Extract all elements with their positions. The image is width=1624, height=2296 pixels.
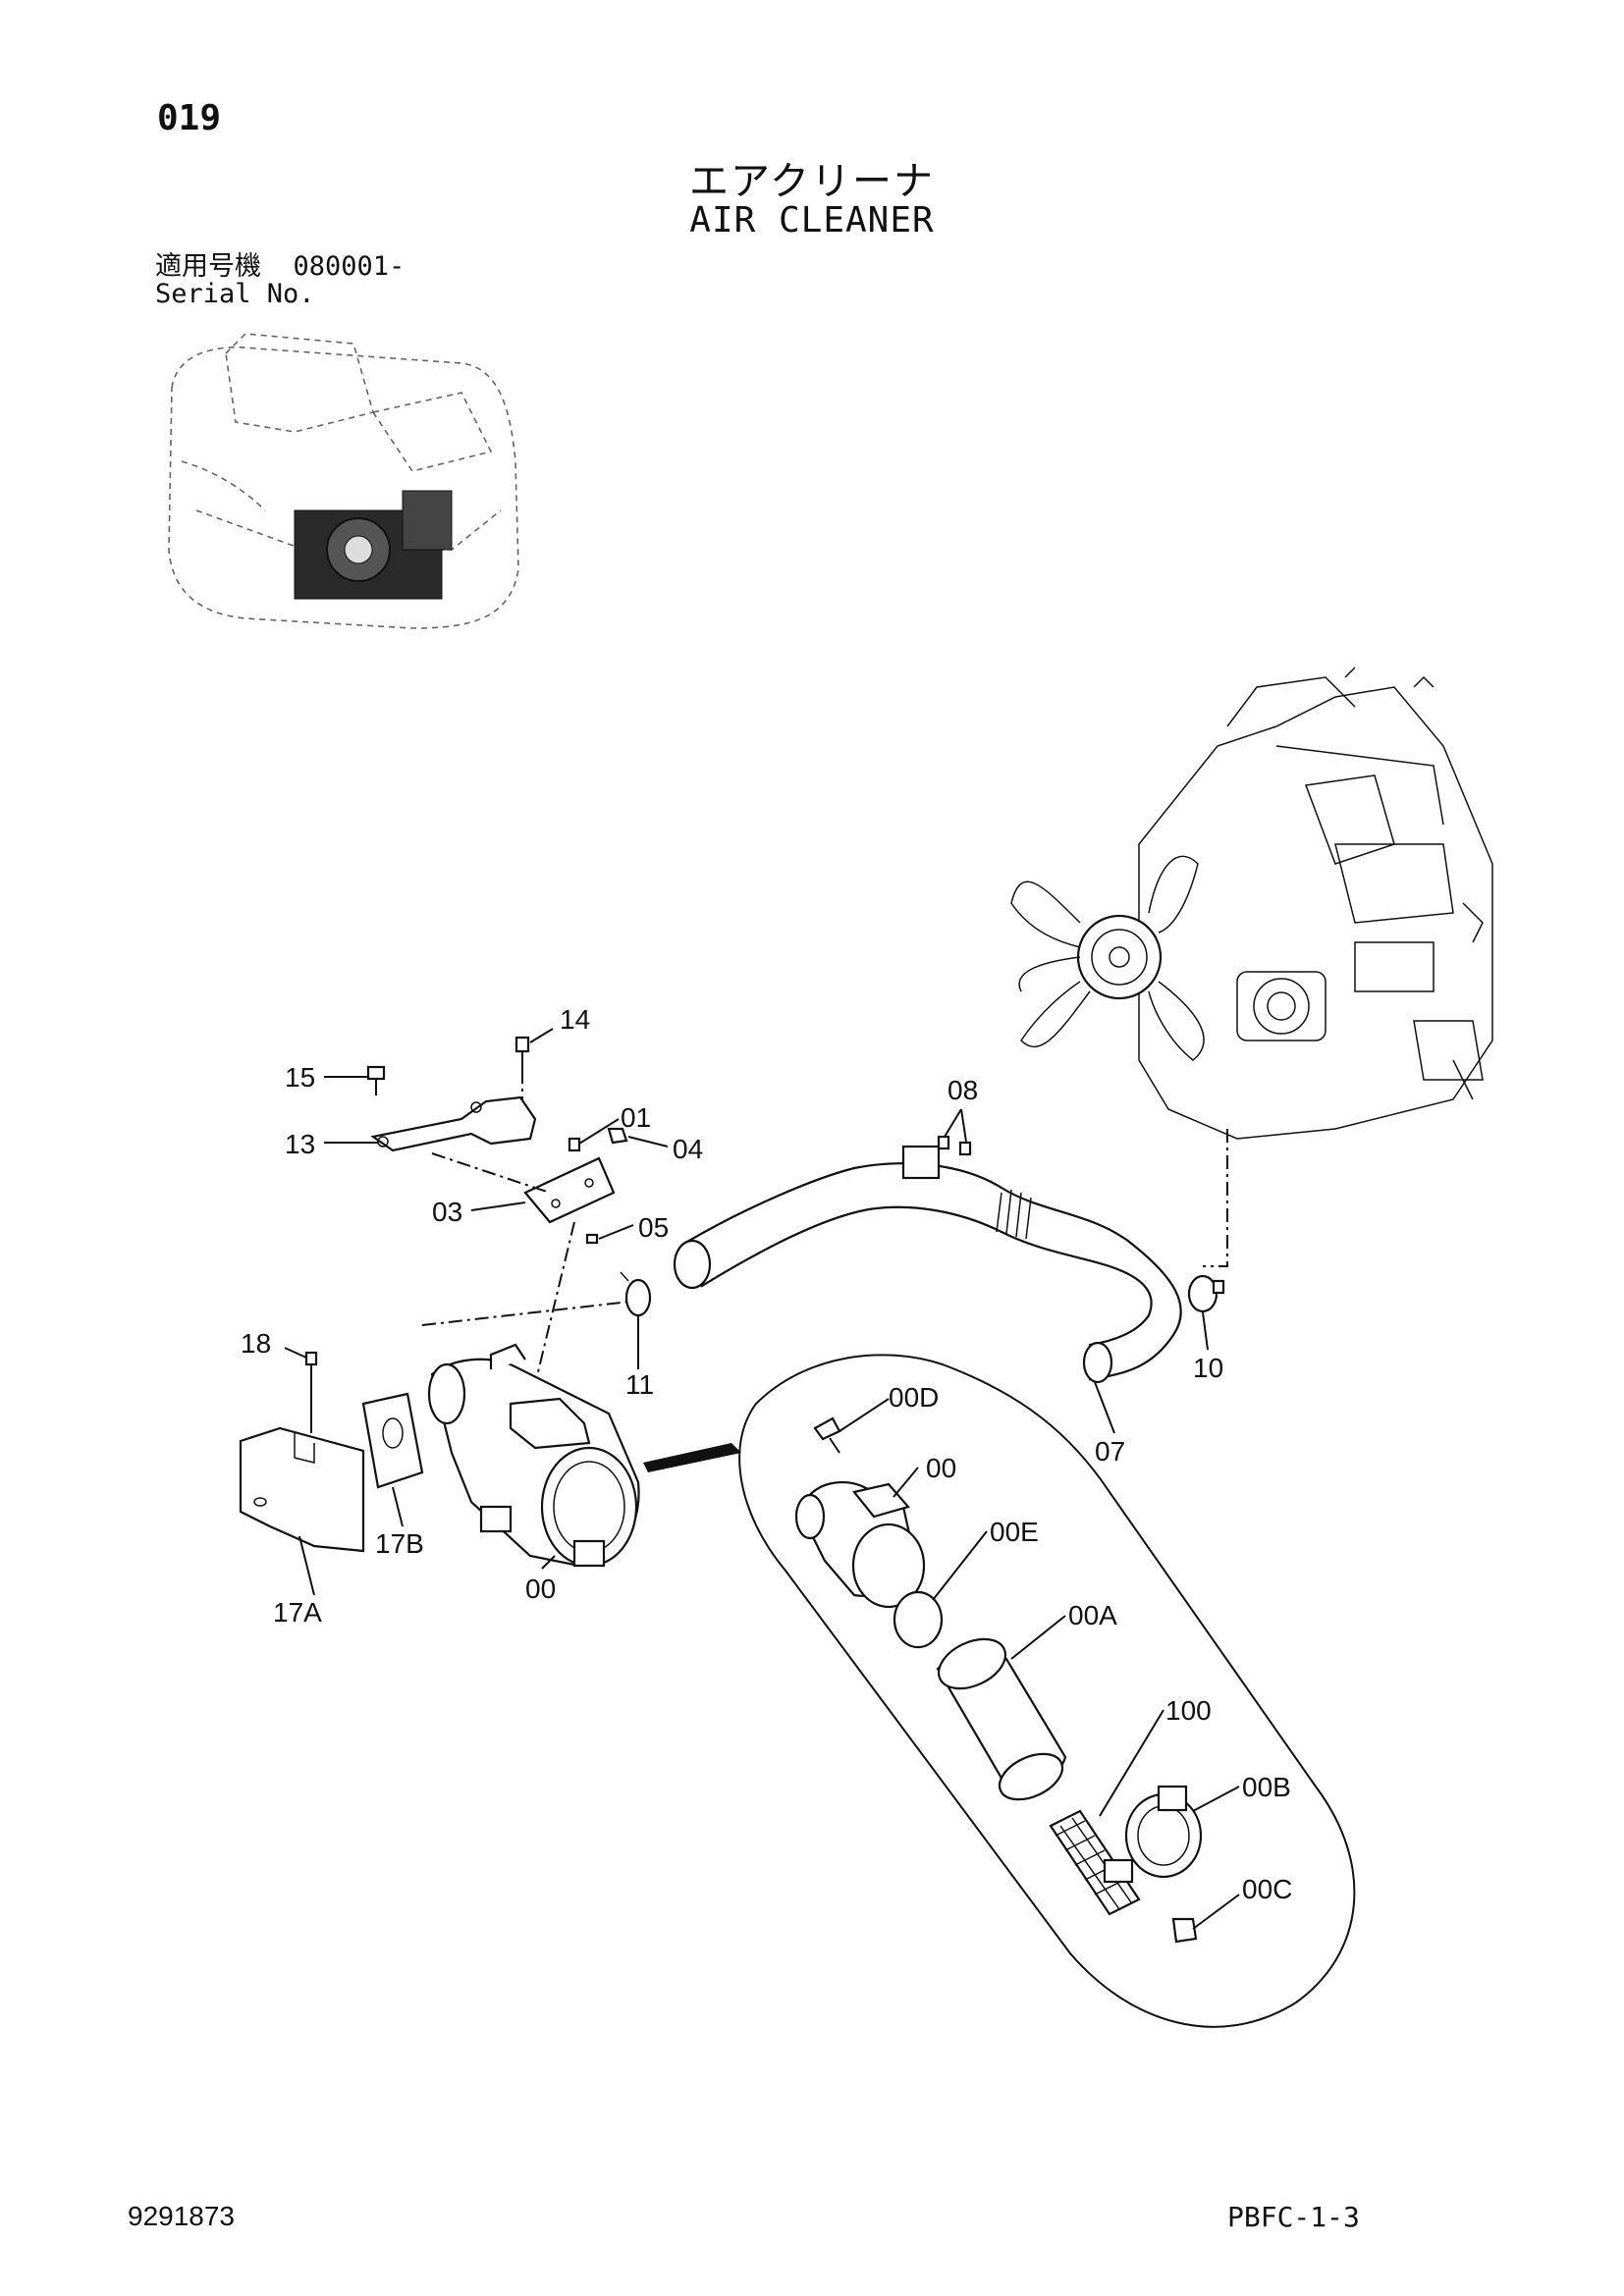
callout-08: 08	[947, 1075, 978, 1105]
machine-overview-illustration	[168, 333, 519, 629]
hose-bracket-08	[901, 1145, 941, 1180]
callout-00B: 00B	[1242, 1772, 1291, 1802]
nut-04	[607, 1127, 628, 1145]
callout-17B: 17B	[375, 1528, 424, 1559]
hose-dashline	[421, 1300, 639, 1326]
bolt-15	[366, 1065, 386, 1095]
detail-parts	[794, 1416, 1203, 1944]
air-cleaner-00	[427, 1343, 640, 1568]
intake-hose-07	[673, 1135, 1182, 1384]
callout-18: 18	[241, 1328, 271, 1359]
document-number: 9291873	[128, 2201, 236, 2231]
serial-range: 080001-	[293, 251, 406, 282]
page-code: PBFC-1-3	[1227, 2201, 1360, 2233]
bracket-17A	[239, 1426, 365, 1553]
callout-11: 11	[625, 1369, 654, 1400]
callout-17A: 17A	[273, 1597, 322, 1628]
callout-00: 00	[525, 1574, 556, 1604]
bracket-13	[370, 1095, 537, 1152]
cooling-fan	[1010, 855, 1205, 1061]
title-japanese: エアクリーナ	[689, 159, 935, 204]
serial-label-jp: 適用号機	[155, 251, 261, 282]
detail-pointer-arrow	[643, 1443, 741, 1472]
clamp-10	[1187, 1274, 1225, 1313]
callout-100: 100	[1165, 1695, 1212, 1726]
clamp-11	[620, 1271, 652, 1317]
callout-13: 13	[285, 1129, 315, 1159]
bolt-14	[514, 1036, 530, 1070]
callout-03: 03	[432, 1197, 462, 1227]
callout-05: 05	[638, 1212, 669, 1243]
serial-number-block: 適用号機 080001- Serial No.	[155, 253, 405, 308]
callout-00C: 00C	[1242, 1874, 1292, 1904]
callout-01: 01	[621, 1102, 651, 1133]
leader-lines	[284, 1028, 1240, 1930]
callout-07: 07	[1095, 1436, 1125, 1467]
bracket-13-dashline	[431, 1152, 551, 1194]
callout-14: 14	[560, 1004, 590, 1035]
callout-00-detail: 00	[926, 1453, 956, 1483]
engine-illustration	[1010, 667, 1493, 1140]
bracket-03	[523, 1127, 628, 1245]
spacer-17B	[361, 1392, 424, 1489]
engine-connection-line	[1203, 1129, 1228, 1267]
callout-00A: 00A	[1068, 1600, 1117, 1630]
callout-00D: 00D	[889, 1382, 939, 1413]
bracket-03-dashline	[534, 1221, 575, 1385]
title-english: AIR CLEANER	[689, 200, 935, 240]
page-number: 019	[157, 98, 222, 138]
callout-04: 04	[673, 1134, 703, 1164]
callout-10: 10	[1193, 1353, 1223, 1383]
serial-label-en: Serial No.	[155, 279, 315, 309]
detail-frame	[738, 1354, 1356, 2028]
bolt-01	[568, 1137, 581, 1152]
callout-00E: 00E	[990, 1517, 1039, 1547]
callout-15: 15	[285, 1062, 315, 1093]
washer-05	[585, 1233, 599, 1245]
bolt-18	[304, 1351, 318, 1433]
